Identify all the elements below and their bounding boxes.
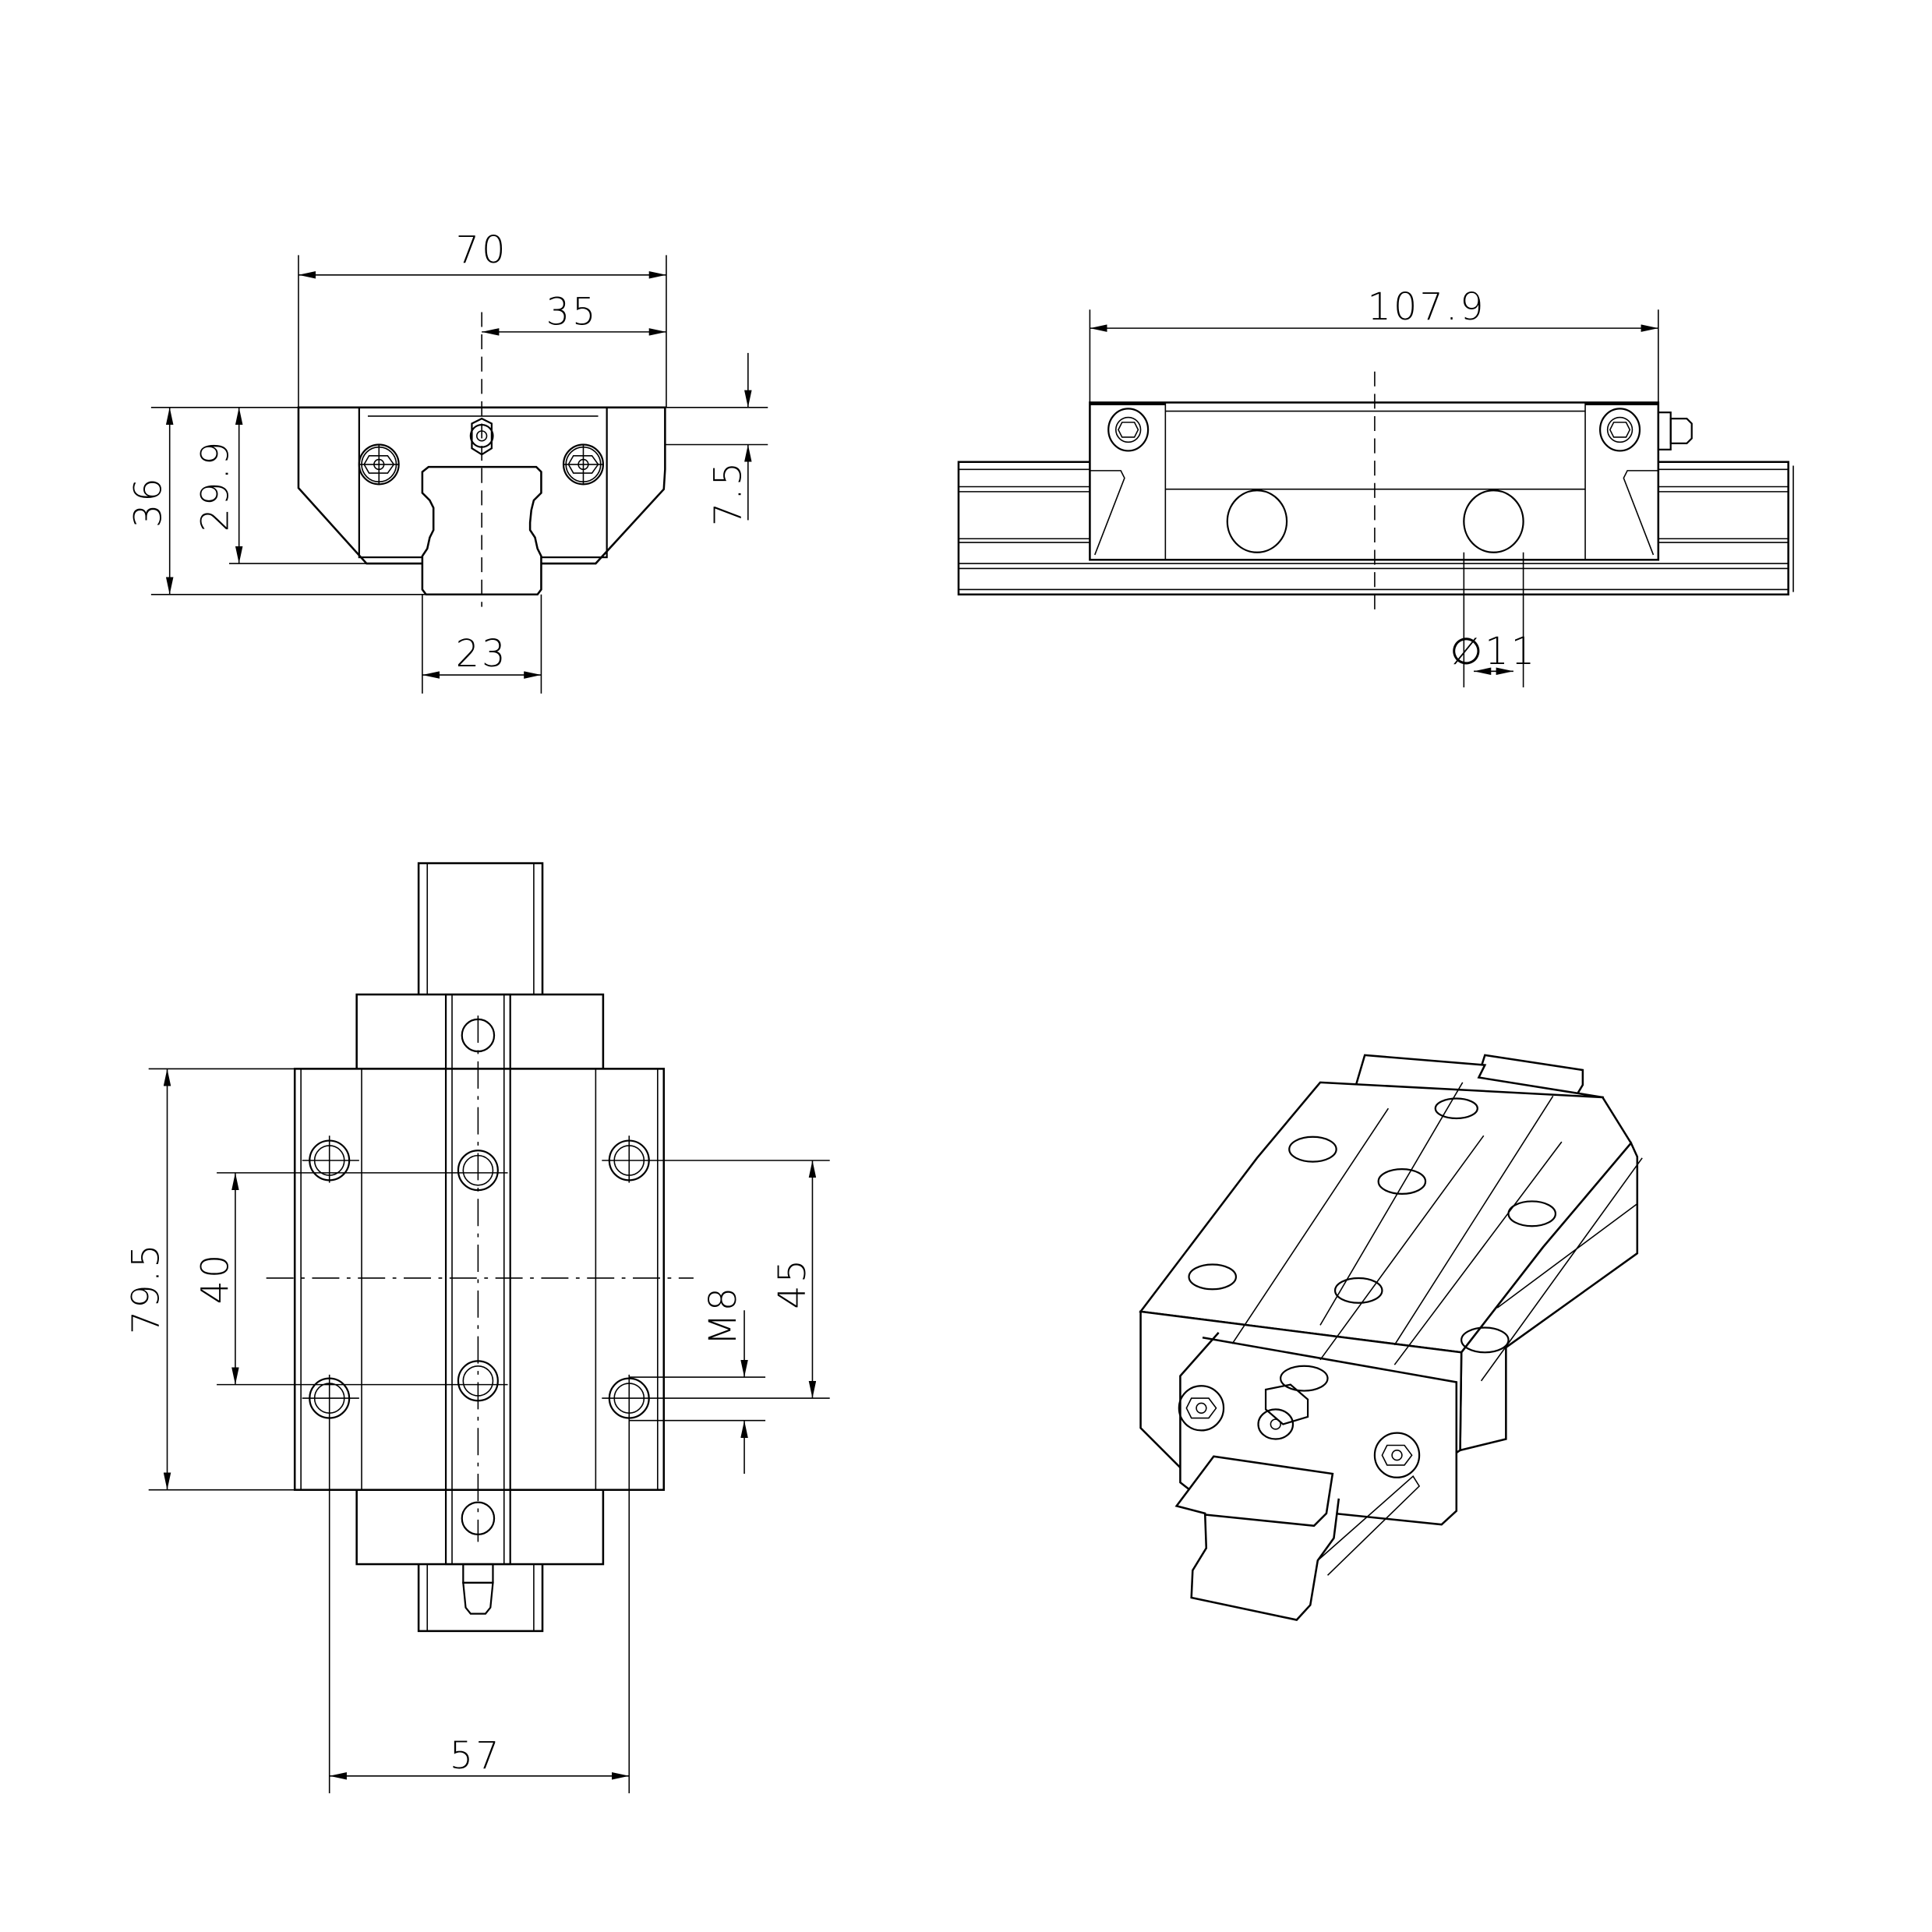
dim-hole-diameter: ∅11 [1450, 630, 1538, 673]
dim-body-length: 79.5 [125, 1241, 168, 1334]
bolt-head-icon [1178, 1385, 1225, 1432]
dim-thread: M8 [702, 1285, 745, 1346]
grease-nipple-icon [462, 1563, 494, 1615]
mounting-hole [1226, 489, 1288, 553]
dim-rail-width: 23 [456, 633, 508, 676]
dim-overall-width: 70 [456, 229, 508, 272]
isometric-block-top [1139, 1081, 1633, 1354]
top-view: 79.5 40 45 M8 57 [125, 862, 830, 1794]
carriage-block [293, 1068, 666, 1491]
dim-block-height: 29.9 [194, 440, 237, 532]
end-seal-bottom [355, 1489, 605, 1566]
dim-hole-spacing-inner: 40 [194, 1252, 237, 1304]
grease-nipple-icon [1257, 1383, 1309, 1440]
grease-nipple-icon [1657, 411, 1693, 450]
bolt-head-icon [358, 443, 400, 486]
rail-profile [421, 465, 542, 596]
end-seal-top [355, 993, 605, 1070]
isometric-rail [1174, 1455, 1340, 1621]
mounting-hole [1463, 489, 1524, 553]
bolt-head-icon [1599, 408, 1641, 452]
dim-hole-spacing-outer: 45 [772, 1257, 814, 1309]
dim-block-length: 107.9 [1367, 286, 1485, 329]
bolt-head-icon [1373, 1432, 1421, 1478]
bolt-head-icon [1107, 408, 1150, 452]
dim-overall-height: 36 [128, 475, 171, 528]
dim-half-width: 35 [546, 291, 599, 334]
side-view: 107.9 ∅11 [957, 286, 1794, 687]
front-view: 70 35 36 29.9 7.5 23 [128, 229, 768, 694]
isometric-view [1139, 1054, 1643, 1621]
dim-hole-spacing-width: 57 [450, 1735, 502, 1778]
dim-flange-height: 7.5 [707, 460, 750, 526]
bolt-head-icon [562, 443, 605, 486]
